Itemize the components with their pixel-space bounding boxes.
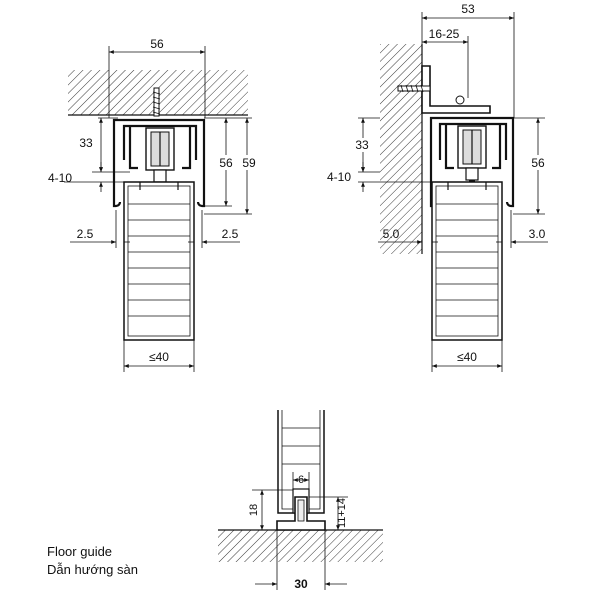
dim-side-clearance: 5.0 3.0: [378, 210, 548, 248]
dim-label: ≤40: [149, 350, 169, 364]
dim-label: 16-25: [429, 27, 460, 41]
floor-guide-profile: [276, 496, 326, 531]
dim-label: 3.0: [529, 227, 546, 241]
dim-label: 33: [355, 138, 369, 152]
dim-label: 5.0: [383, 227, 400, 241]
dim-label: ≤40: [457, 350, 477, 364]
dim-label: 4-10: [327, 170, 351, 184]
caption-en: Floor guide: [47, 544, 112, 559]
dim-door-width: ≤40: [431, 340, 503, 372]
left-view: 56 33 4-10 56 59: [48, 37, 257, 372]
dim-label: 11+14: [336, 498, 348, 528]
dim-label: 53: [461, 2, 475, 16]
right-view: 53 16-25 33 4-10: [322, 2, 548, 372]
dim-bracket-range: 16-25: [422, 27, 469, 98]
dim-label: 18: [248, 504, 260, 516]
screw-icon: [152, 87, 161, 117]
dim-gap: 4-10: [48, 162, 124, 192]
dim-gap: 4-10: [322, 162, 432, 192]
caption-vi: Dẫn hướng sàn: [47, 562, 138, 577]
screw-icon: [397, 84, 431, 93]
dim-slot-width: 6: [292, 472, 310, 489]
dim-label: 4-10: [48, 171, 72, 185]
door-panel: [431, 181, 503, 341]
dim-label: 56: [150, 37, 164, 51]
dim-top-width: 56: [108, 37, 206, 118]
wall-hatch: [380, 44, 422, 254]
dim-rail-height: 33: [352, 117, 380, 173]
dim-label: 6: [298, 474, 304, 486]
dim-height-range: 11+14: [309, 496, 348, 530]
dim-base-width: 30: [255, 530, 347, 591]
dim-height-total: 18: [248, 489, 293, 530]
dim-top-width: 53: [421, 2, 515, 118]
dim-label: 2.5: [77, 227, 94, 241]
dim-label: 30: [294, 577, 308, 591]
dim-side-clearance: 2.5 2.5: [70, 210, 240, 248]
rail-profile: [112, 118, 206, 208]
floor-hatch: [218, 530, 383, 562]
dim-door-width: ≤40: [123, 340, 195, 372]
dim-rail-height: 33: [79, 117, 130, 173]
door-panel: [123, 181, 195, 341]
dim-label: 59: [242, 156, 256, 170]
floor-guide-view: 6 18 11+14 30 Floor guide Dẫn hướng sàn: [47, 410, 383, 591]
dim-label: 33: [79, 136, 93, 150]
angle-bracket: [421, 65, 491, 114]
dim-height: 56: [513, 117, 548, 215]
dim-label: 2.5: [222, 227, 239, 241]
dim-label: 56: [531, 156, 545, 170]
dim-label: 56: [219, 156, 233, 170]
dim-heights: 56 59: [204, 117, 257, 215]
